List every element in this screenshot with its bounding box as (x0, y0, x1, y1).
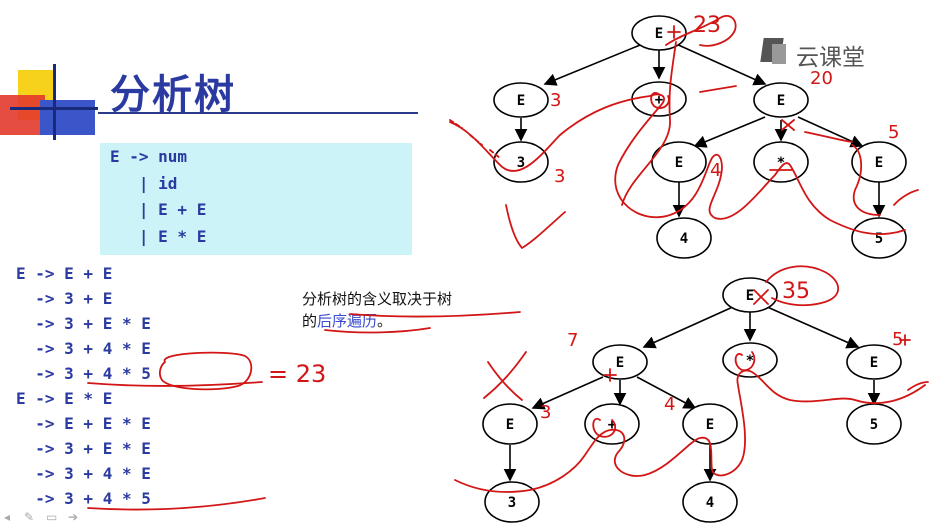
derivation-line: -> 3 + 4 * E (16, 464, 151, 483)
tree1-leaf-4-label: 4 (680, 231, 688, 247)
derivation-line: -> 3 + E * E (16, 314, 151, 333)
derivation-line: -> E + E * E (16, 414, 151, 433)
slide-title: 分析树 (110, 72, 236, 118)
tree1-leaf-5-label: 5 (875, 231, 883, 247)
tree1-rl-label: E (675, 155, 683, 171)
note-line-1: 分析树的含义取决于树 (302, 290, 453, 308)
watermark-text: 云课堂 (796, 45, 865, 71)
derivation-line: E -> E + E (16, 264, 113, 283)
tree1-plus-label: + (655, 92, 663, 108)
derivation-line: -> 3 + 4 * E (16, 339, 151, 358)
decor-red-block (0, 95, 45, 135)
tree2-nodes: E E * E E + E 5 3 4 (482, 277, 902, 523)
grammar-line: | E + E (110, 200, 207, 219)
tree1-edges (514, 42, 886, 218)
tree2-left-label: E (616, 355, 624, 371)
note-prefix: 的 (302, 312, 318, 330)
grammar-box: E -> num | id | E + E | E * E (100, 143, 412, 255)
tree2-leaf-5-label: 5 (870, 417, 878, 433)
tree1-right-label: E (777, 93, 785, 109)
tree2-times-label: * (746, 353, 754, 369)
tree2-leaf-3-label: 3 (508, 495, 516, 511)
title-underline (98, 112, 418, 114)
tree2-right-label: E (870, 355, 878, 371)
slide-toolbar: ◂ ✎ ▭ ➔ (0, 506, 120, 526)
tree2-leaf-4-label: 4 (706, 495, 714, 511)
tree2-lr-label: E (706, 417, 714, 433)
menu-icon[interactable]: ▭ (46, 510, 58, 524)
tree2-plus-label: + (608, 417, 616, 433)
logo-shape (772, 44, 786, 64)
next-slide-icon[interactable]: ➔ (68, 510, 79, 524)
prev-slide-icon[interactable]: ◂ (4, 510, 11, 524)
tree1-rr-label: E (875, 155, 883, 171)
grammar-line: E -> num (110, 147, 188, 166)
tree1-times-label: * (777, 155, 785, 171)
derivation-line: -> 3 + E * E (16, 439, 151, 458)
decor-blue-block (40, 100, 95, 135)
tree2-edges (503, 305, 881, 482)
decor-horizontal-rule (10, 107, 98, 110)
derivation-line: -> 3 + E (16, 289, 113, 308)
grammar-line: | id (110, 174, 178, 193)
tree1-left-label: E (517, 93, 525, 109)
tree1-nodes: E E + E 3 E * E 4 5 (493, 15, 907, 259)
derivation-line: E -> E * E (16, 389, 113, 408)
tree1-root-label: E (655, 26, 663, 42)
derivation-line: -> 3 + 4 * 5 (16, 364, 151, 383)
tree2-root-label: E (746, 288, 754, 304)
grammar-line: | E * E (110, 227, 207, 246)
tree2-ll-label: E (506, 417, 514, 433)
pen-icon[interactable]: ✎ (24, 510, 35, 524)
tree1-leaf-3-label: 3 (517, 155, 525, 171)
decor-vertical-rule (53, 64, 56, 140)
